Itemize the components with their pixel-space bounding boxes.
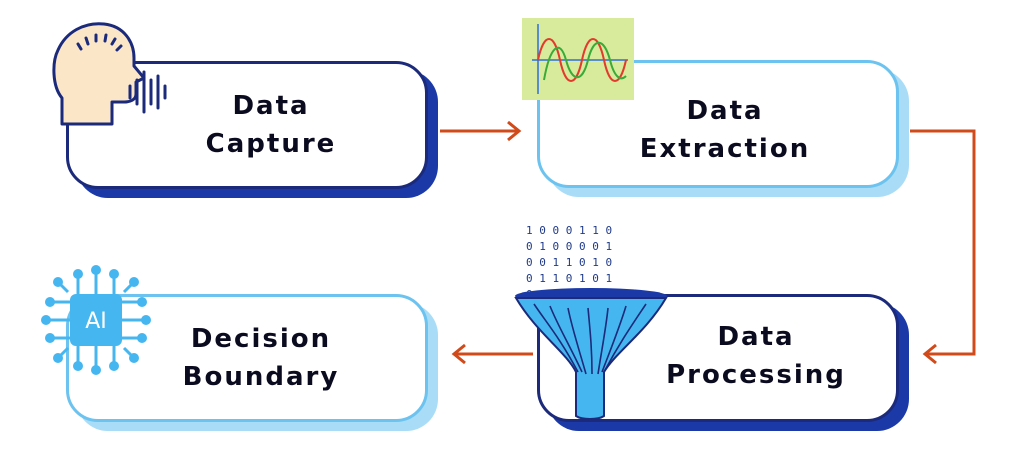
- ai-chip-icon: AI: [41, 265, 151, 375]
- sound-wave-icon: [128, 70, 167, 114]
- step-label-line2: Processing: [666, 360, 846, 390]
- step-label-line2: Capture: [205, 129, 337, 159]
- arrow-extraction-to-processing: [910, 129, 976, 365]
- step-label-decision-boundary: Decision Boundary: [94, 320, 428, 396]
- sine-wave-chart-icon: [522, 18, 634, 100]
- binary-row: 0 0 1 1 0 1 0: [526, 256, 612, 269]
- step-label-line1: Data: [717, 322, 795, 352]
- step-label-data-capture: Data Capture: [114, 87, 428, 163]
- step-label-data-extraction: Data Extraction: [551, 92, 899, 168]
- step-label-line2: Boundary: [182, 362, 340, 392]
- step-label-line1: Data: [686, 96, 764, 126]
- step-label-line1: Decision: [190, 324, 332, 354]
- funnel-binary-icon: 1 0 0 0 1 1 0 0 1 0 0 0 0 1 0 0 1 1 0 1 …: [514, 224, 668, 420]
- step-card-decision-boundary: Decision Boundary: [66, 294, 438, 431]
- binary-row: 0 1 1 0 1 0 1: [526, 272, 612, 285]
- arrow-processing-to-decision: [451, 343, 533, 365]
- step-label-data-processing: Data Processing: [613, 318, 899, 394]
- binary-row: 1 0 0 0 1 1 0: [526, 224, 612, 237]
- arrow-capture-to-extraction: [440, 120, 522, 142]
- head-speaking-icon: [52, 22, 167, 126]
- card-face: [66, 294, 428, 422]
- step-label-line2: Extraction: [639, 134, 811, 164]
- step-label-line1: Data: [232, 91, 310, 121]
- ai-chip-label: AI: [85, 309, 107, 334]
- binary-row: 0 1 0 0 0 0 1: [526, 240, 612, 253]
